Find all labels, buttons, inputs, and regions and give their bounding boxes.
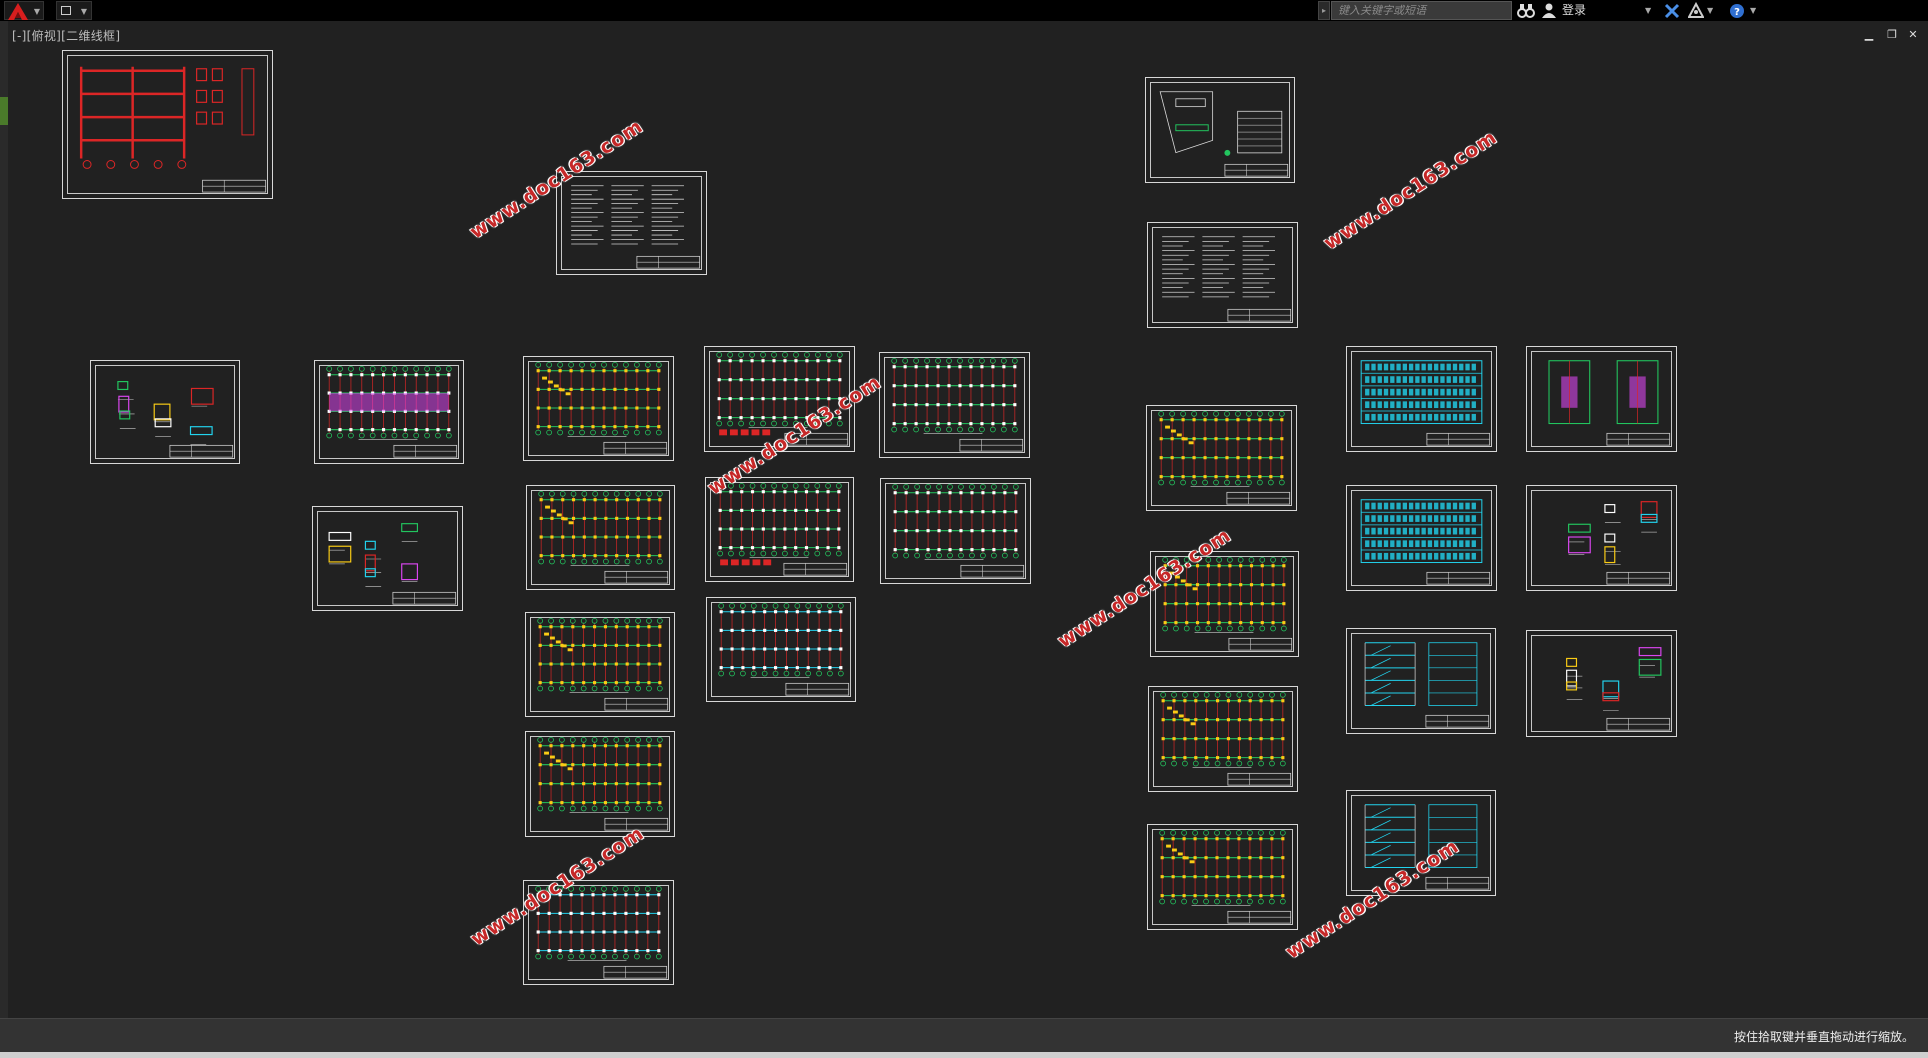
sheet-drawing [716,352,849,446]
sheet-drawing [718,603,850,696]
drawing-sheet-node-details[interactable] [312,506,463,611]
chevron-down-icon: ▼ [33,7,40,16]
infocenter-search: ▸ [1318,1,1512,20]
sheet-drawing [326,366,458,458]
save-icon [61,6,71,15]
autocad-a-icon [8,3,28,20]
close-icon[interactable]: ✕ [1908,28,1918,41]
status-hint: 按住拾取键并垂直拖动进行缩放。 [1733,1030,1914,1044]
sheet-drawing [891,358,1024,452]
sheet-drawing [538,491,669,584]
sheet-drawing [1159,91,1289,177]
sheet-drawing [1364,804,1490,890]
login-button[interactable]: 登录 [1562,3,1587,17]
drawing-sheet-slab-plan-2[interactable] [705,477,854,582]
sheet-drawing [328,523,457,605]
sheet-drawing [1160,692,1292,786]
sheet-drawing [1162,236,1292,322]
sheet-drawing [1566,647,1671,731]
drawing-sheet-stair-detail-b[interactable] [1526,485,1677,591]
drawing-sheet-elevation-front[interactable] [1346,346,1497,452]
drawing-sheet-beam-plan-4[interactable] [525,731,675,837]
drawing-sheet-design-notes[interactable] [556,171,707,275]
sheet-drawing [117,381,234,458]
sheet-drawing [1548,360,1671,446]
drawing-sheet-beam-plan-3[interactable] [525,612,675,717]
quick-access-save-button[interactable]: ▼ [56,1,92,20]
drawing-sheet-slab-plan-3[interactable] [706,597,856,702]
chevron-down-icon[interactable]: ▼ [1707,6,1714,15]
sheet-drawing [1162,557,1293,651]
drawing-sheet-beam-plan-2[interactable] [526,485,675,590]
sheet-drawing [537,737,669,831]
help-icon[interactable]: ? [1728,1,1746,20]
drawing-sheet-site-plan[interactable] [1145,77,1295,183]
title-bar: ▼ ▼ ▸ 登录 ▼ ▼ ? ▼ [0,0,1928,21]
exchange-x-icon[interactable] [1664,1,1680,20]
drawing-sheet-stair-plan[interactable] [1526,346,1677,452]
drawing-sheet-foundation-plan[interactable] [523,880,674,985]
drawing-sheet-beam-plan-1[interactable] [523,356,674,461]
svg-text:?: ? [1734,7,1740,18]
sheet-drawing [1568,501,1671,585]
sheet-drawing [717,483,848,576]
chevron-down-icon: ▼ [80,7,87,16]
minimize-icon[interactable]: ▁ [1864,28,1874,41]
sheet-drawing [79,66,267,193]
drawing-sheet-general-notes[interactable] [1147,222,1298,328]
sheet-drawing [892,484,1025,578]
drawing-sheet-slab-plan-1[interactable] [704,346,855,452]
bottom-edge [0,1052,1928,1058]
sheet-drawing [1360,499,1491,585]
left-edge-strip [0,21,8,1051]
autodesk-a360-icon[interactable] [1688,1,1704,20]
drawing-sheet-roof-plan-magenta[interactable] [314,360,464,464]
drawing-sheet-elevation-back[interactable] [1346,485,1497,591]
drawing-sheet-floor-plan-3[interactable] [1148,686,1298,792]
sheet-drawing [535,886,668,979]
viewport-controls-label[interactable]: [-][俯视][二维线框] [12,29,121,43]
drawing-sheet-roof-plan-2[interactable] [1147,824,1298,930]
restore-icon[interactable]: ❐ [1887,28,1897,41]
sheet-drawing [535,362,668,455]
expand-arrow-icon[interactable]: ▸ [1318,1,1330,20]
chevron-down-icon[interactable]: ▼ [1750,6,1757,15]
drawing-sheet-section-2[interactable] [1346,790,1496,896]
sheet-drawing [1360,360,1491,446]
drawing-sheet-stair-detail-a[interactable] [90,360,240,464]
status-bar: 按住拾取键并垂直拖动进行缩放。 [0,1018,1928,1052]
binoculars-icon[interactable] [1516,1,1536,20]
drawing-sheet-wall-detail[interactable] [1526,630,1677,737]
watermark-text: www.doc163.com [1320,126,1502,255]
sheet-drawing [1364,642,1490,728]
drawing-sheet-structural-frame[interactable] [62,50,273,199]
drawing-sheet-floor-plan-1[interactable] [1146,405,1297,511]
search-input[interactable] [1331,1,1512,20]
application-menu-button[interactable]: ▼ [4,1,44,20]
chevron-down-icon[interactable]: ▼ [1645,6,1652,15]
drawing-sheet-floor-plan-2[interactable] [1150,551,1299,657]
sheet-drawing [1159,830,1292,924]
user-icon [1542,3,1556,18]
drawing-sheet-section-1[interactable] [1346,628,1496,734]
drawing-sheet-column-plan-2[interactable] [880,478,1031,584]
drawing-sheet-column-plan-1[interactable] [879,352,1030,458]
sheet-drawing [1158,411,1291,505]
sheet-drawing [571,185,701,269]
sheet-drawing [537,618,669,711]
